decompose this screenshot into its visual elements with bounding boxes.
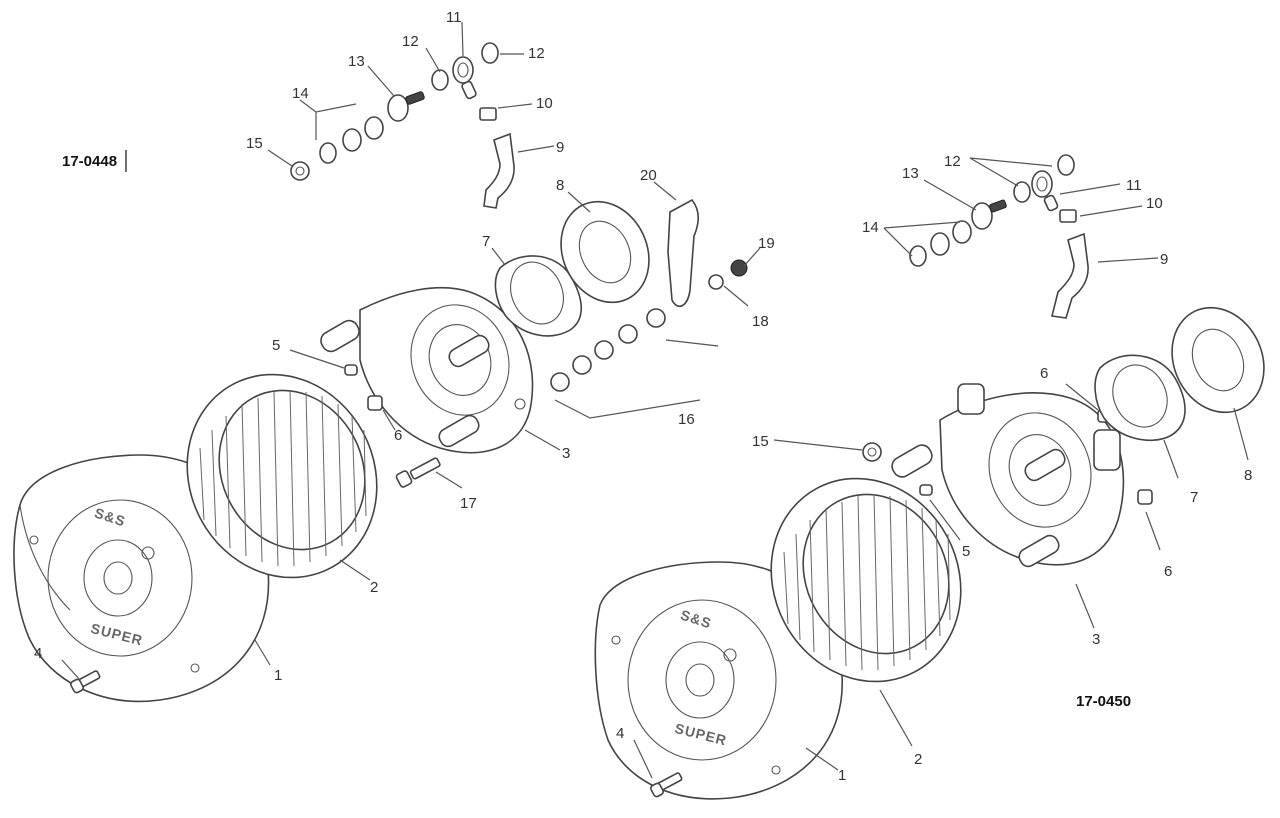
callout-11: 11 [446, 9, 462, 26]
part-16-washers [550, 308, 666, 392]
part-14-o-ring-b [930, 232, 950, 256]
part-2-filter-element [770, 477, 962, 683]
part-15-nut [862, 442, 882, 462]
callout-12: 12 [944, 153, 961, 170]
callout-2: 2 [914, 751, 922, 768]
part-9-hose [1051, 232, 1089, 319]
callout-2: 2 [370, 579, 378, 596]
callout-19: 19 [758, 235, 775, 252]
callout-12-b: 12 [528, 45, 545, 62]
part-6-spacer-b [1137, 489, 1153, 505]
callout-4: 4 [34, 645, 42, 662]
part-9-hose [483, 132, 515, 209]
part-20-bracket [667, 198, 700, 308]
callout-13: 13 [348, 53, 365, 70]
callout-4: 4 [616, 725, 624, 742]
part-14-o-ring-b [342, 128, 362, 152]
part-12-washer-a [431, 69, 449, 91]
part-4-bolt [650, 772, 683, 798]
callout-9: 9 [1160, 251, 1168, 268]
part-12-washer-b [481, 42, 499, 64]
callout-15: 15 [752, 433, 769, 450]
leader-lines-right [633, 157, 1249, 779]
callout-15: 15 [246, 135, 263, 152]
callout-6-a: 6 [1040, 365, 1048, 382]
part-18-washer [708, 274, 724, 290]
callout-12-a: 12 [402, 33, 419, 50]
part-5-nut [919, 484, 933, 496]
model-code-17-0450: 17-0450 [1076, 693, 1131, 710]
part-12-washer-a [1013, 181, 1031, 203]
part-7-gasket [1094, 354, 1186, 442]
assembly-17-0448: 17-0448 S&S SUPER [13, 9, 775, 703]
part-10-sleeve [1059, 209, 1077, 223]
callout-3: 3 [562, 445, 570, 462]
part-17-bolt [395, 457, 441, 488]
callout-14: 14 [862, 219, 879, 236]
model-code-17-0448: 17-0448 [62, 153, 117, 170]
leader-lines-left [61, 21, 761, 681]
assembly-17-0450: 17-0450 S&S SUPER [594, 153, 1265, 800]
part-1-cover: S&S SUPER [594, 561, 843, 800]
part-3-backplate [320, 286, 534, 454]
part-4-bolt [70, 670, 101, 694]
part-3-backplate [891, 383, 1125, 568]
part-14-o-ring-a [909, 245, 927, 267]
part-12-washer-b [1057, 154, 1075, 176]
callout-6: 6 [394, 427, 402, 444]
part-15-nut [290, 161, 310, 181]
part-11-fitting [1031, 170, 1059, 212]
part-7-gasket [494, 255, 582, 337]
part-19-nut [730, 259, 748, 277]
callout-1: 1 [838, 767, 846, 784]
callout-10: 10 [536, 95, 553, 112]
callout-8: 8 [556, 177, 564, 194]
callout-20: 20 [640, 167, 657, 184]
callout-13: 13 [902, 165, 919, 182]
part-11-fitting [452, 56, 477, 100]
callout-3: 3 [1092, 631, 1100, 648]
part-14-o-ring-c [952, 220, 972, 244]
callout-8: 8 [1244, 467, 1252, 484]
callout-9: 9 [556, 139, 564, 156]
callout-1: 1 [274, 667, 282, 684]
part-6-spacer [367, 395, 383, 411]
callout-7: 7 [1190, 489, 1198, 506]
callout-10: 10 [1146, 195, 1163, 212]
callout-18: 18 [752, 313, 769, 330]
part-5-nut [344, 364, 358, 376]
callout-14: 14 [292, 85, 309, 102]
part-10-sleeve [479, 107, 497, 121]
callout-5: 5 [962, 543, 970, 560]
part-14-o-ring-a [319, 142, 337, 164]
callout-11: 11 [1126, 177, 1142, 194]
part-13-banjo-bolt [971, 199, 1007, 230]
callout-5: 5 [272, 337, 280, 354]
part-13-banjo-bolt [387, 91, 425, 122]
callout-17: 17 [460, 495, 477, 512]
part-14-o-ring-c [364, 116, 384, 140]
callout-16: 16 [678, 411, 695, 428]
callout-6-b: 6 [1164, 563, 1172, 580]
part-8-plate [1171, 306, 1265, 414]
callout-7: 7 [482, 233, 490, 250]
part-8-plate [560, 200, 650, 304]
part-2-filter-element [186, 373, 378, 579]
